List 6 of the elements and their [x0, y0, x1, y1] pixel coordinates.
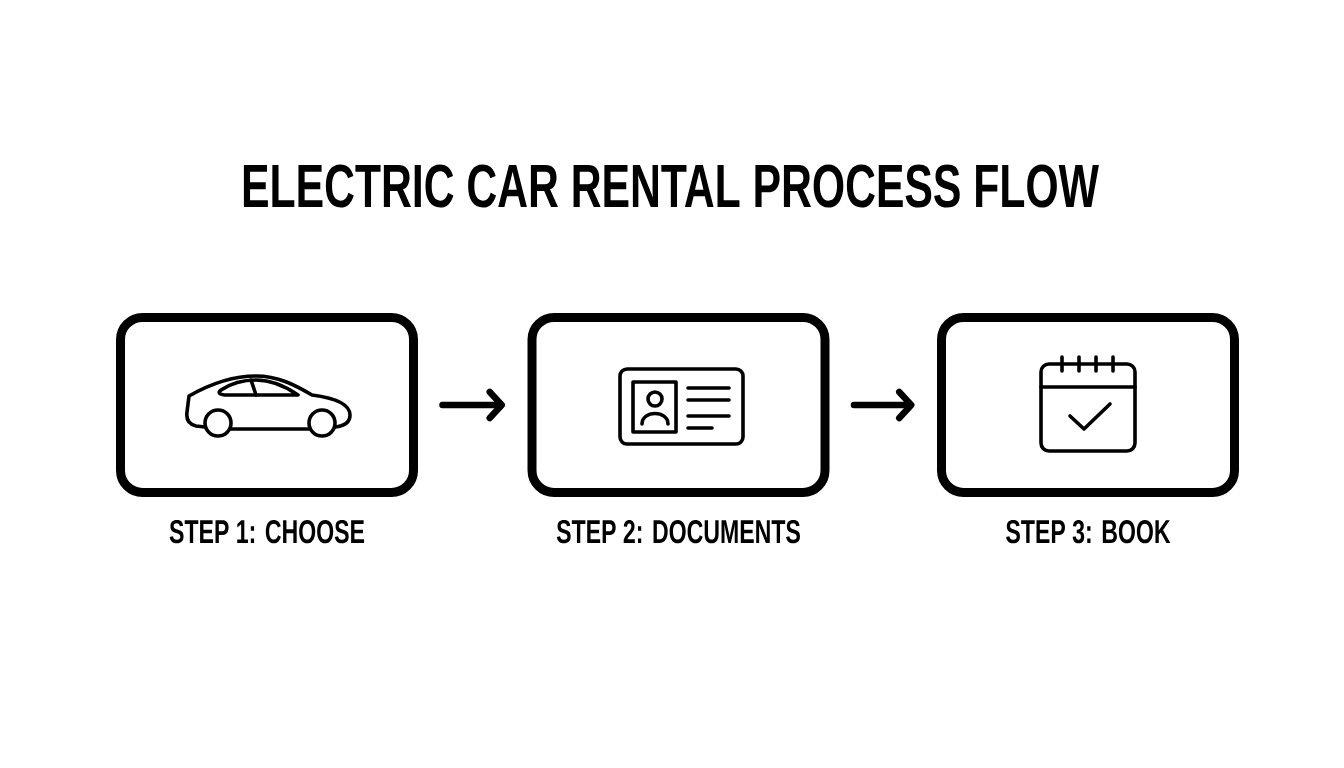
- arrow: [850, 388, 915, 422]
- step-label: STEP 3: BOOK: [1006, 519, 1171, 544]
- title: ELECTRIC CAR RENTAL PROCESS FLOW: [243, 164, 1099, 208]
- step-label: STEP 2: DOCUMENTS: [556, 519, 800, 544]
- step-label: STEP 1: CHOOSE: [169, 519, 365, 544]
- arrow: [439, 388, 505, 422]
